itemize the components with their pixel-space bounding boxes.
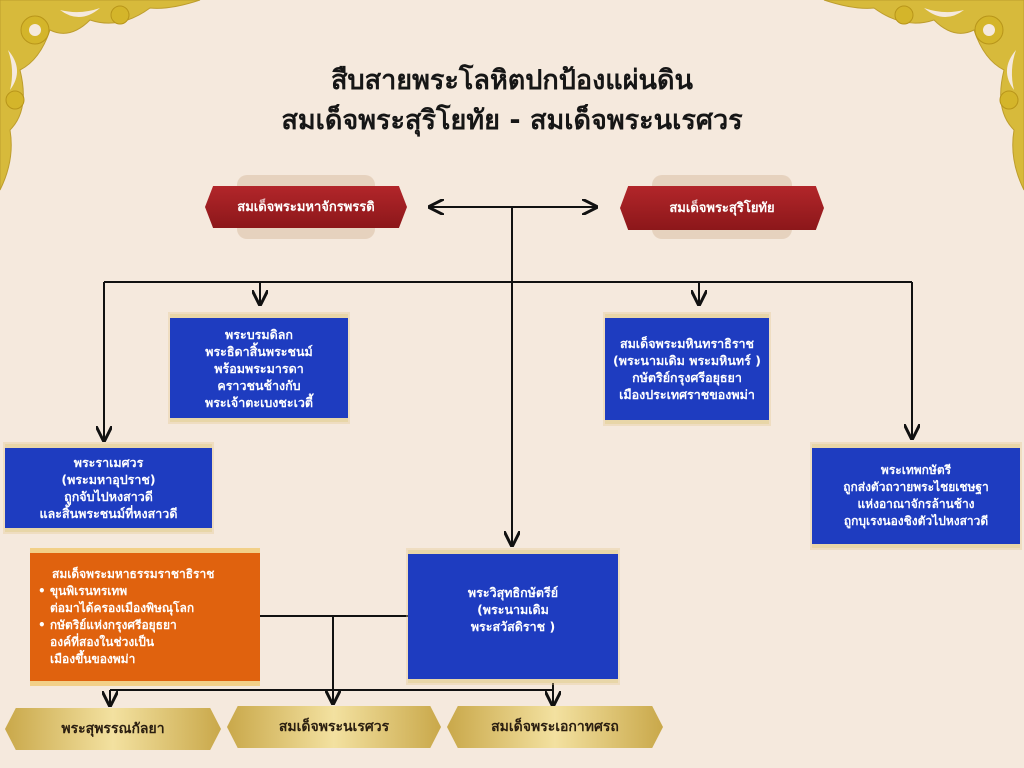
child-mahinthrathirat: สมเด็จพระมหินทราธิราช (พระนามเดิม พระมหิ… [605, 314, 769, 424]
corner-ornament-right [823, 0, 1024, 191]
child-ramesuan: พระราเมศวร (พระมหาอุปราช) ถูกจับไปหงสาวด… [5, 444, 212, 532]
text-line: ถูกส่งตัวถวายพระไชยเชษฐา [843, 480, 989, 494]
text-line: เมืองประเทศราชของพม่า [619, 387, 755, 402]
grandchild-name: สมเด็จพระเอกาทศรถ [491, 719, 619, 735]
text-line: พระธิดาสิ้นพระชนม์ [205, 343, 313, 359]
text-line: พระราเมศวร [73, 455, 144, 470]
page-title-line1: สืบสายพระโลหิตปกป้องแผ่นดิน [331, 65, 693, 96]
grandchild-name: สมเด็จพระนเรศวร [278, 719, 390, 735]
text-line: พระสวัสดิราช ) [470, 619, 556, 634]
text-line: เมืองขึ้นของพม่า [50, 652, 136, 666]
bullet-line: กษัตริย์แห่งกรุงศรีอยุธยา [38, 617, 177, 634]
text-line: คราวชนช้างกับ [217, 377, 301, 393]
grandchild-naresuan: สมเด็จพระนเรศวร [227, 706, 441, 748]
child-boromdilok: พระบรมดิลก พระธิดาสิ้นพระชนม์ พร้อมพระมา… [170, 314, 348, 422]
text-line: (พระมหาอุปราช) [61, 472, 156, 487]
grandchild-suphankanlaya: พระสุพรรณกัลยา [5, 708, 221, 750]
text-line: พระบรมดิลก [225, 326, 293, 342]
text-line: พระวิสุทธิกษัตรีย์ [467, 585, 559, 600]
text-line: พระเจ้าตะเบงชะเวตี้ [204, 394, 314, 410]
child-wisutkasattri: พระวิสุทธิกษัตรีย์ (พระนามเดิม พระสวัสดิ… [408, 550, 618, 683]
grandchild-name: พระสุพรรณกัลยา [61, 721, 165, 737]
text-line: (พระนามเดิม พระมหินทร์ ) [613, 353, 761, 368]
text-line: พระเทพกษัตรี [880, 463, 952, 477]
text-line: และสิ้นพระชนม์ที่หงสาวดี [39, 506, 178, 521]
text-line: ถูกบุเรงนองชิงตัวไปหงสาวดี [843, 514, 989, 528]
father-name: สมเด็จพระมหาจักรพรรดิ [237, 199, 375, 215]
son-in-law-node: สมเด็จพระมหาธรรมราชาธิราช ขุนพิเรนทรเทพ … [30, 548, 260, 686]
mother-name: สมเด็จพระสุริโยทัย [669, 200, 775, 216]
text-line: (พระนามเดิม [477, 602, 549, 617]
corner-ornament-left [0, 0, 201, 191]
child-thepkasattri: พระเทพกษัตรี ถูกส่งตัวถวายพระไชยเชษฐา แห… [812, 444, 1020, 548]
text-line: แห่งอาณาจักรล้านช้าง [857, 497, 975, 511]
grandchild-ekathotsarot: สมเด็จพระเอกาทศรถ [447, 706, 663, 748]
mother-node: สมเด็จพระสุริโยทัย [620, 186, 824, 230]
text-line: องค์ที่สองในช่วงเป็น [50, 635, 155, 649]
text-line: ต่อมาได้ครองเมืองพิษณุโลก [50, 601, 195, 615]
text-line: ถูกจับไปหงสาวดี [64, 489, 153, 504]
text-line: สมเด็จพระมหินทราธิราช [619, 336, 755, 351]
son-in-law-name: สมเด็จพระมหาธรรมราชาธิราช [52, 567, 215, 581]
father-node: สมเด็จพระมหาจักรพรรดิ [205, 186, 407, 228]
text-line: พร้อมพระมารดา [214, 360, 304, 376]
page-title-line2: สมเด็จพระสุริโยทัย - สมเด็จพระนเรศวร [281, 105, 743, 136]
text-line: กษัตริย์กรุงศรีอยุธยา [632, 370, 742, 385]
bullet-line: ขุนพิเรนทรเทพ [38, 583, 127, 600]
